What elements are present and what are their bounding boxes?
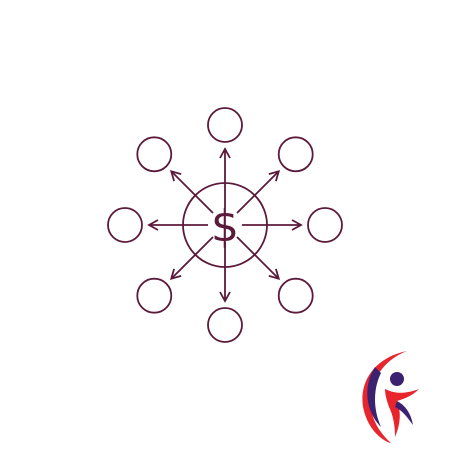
arrow-top-left [169, 169, 214, 214]
figure-swoosh-logo [362, 351, 419, 443]
satellite-circle-left [107, 207, 143, 243]
satellite-circle-top [207, 107, 243, 143]
satellite-circle-bottom-right [277, 277, 314, 314]
satellite-circle-bottom [207, 307, 243, 343]
satellite-circle-bottom-left [136, 277, 173, 314]
logo-purple-arc [367, 367, 381, 427]
logo-figure-leg [395, 401, 413, 425]
arrow-bottom-right [236, 236, 281, 281]
satellite-circle-top-right [277, 136, 314, 173]
arrow-top-right [236, 169, 281, 214]
dollar-sign-icon: $ [211, 201, 239, 252]
logo-figure-head [390, 372, 404, 386]
logo-figure-body [385, 389, 419, 437]
satellite-circle-right [307, 207, 343, 243]
arrow-bottom-left [169, 236, 214, 281]
satellite-circle-top-left [136, 136, 173, 173]
